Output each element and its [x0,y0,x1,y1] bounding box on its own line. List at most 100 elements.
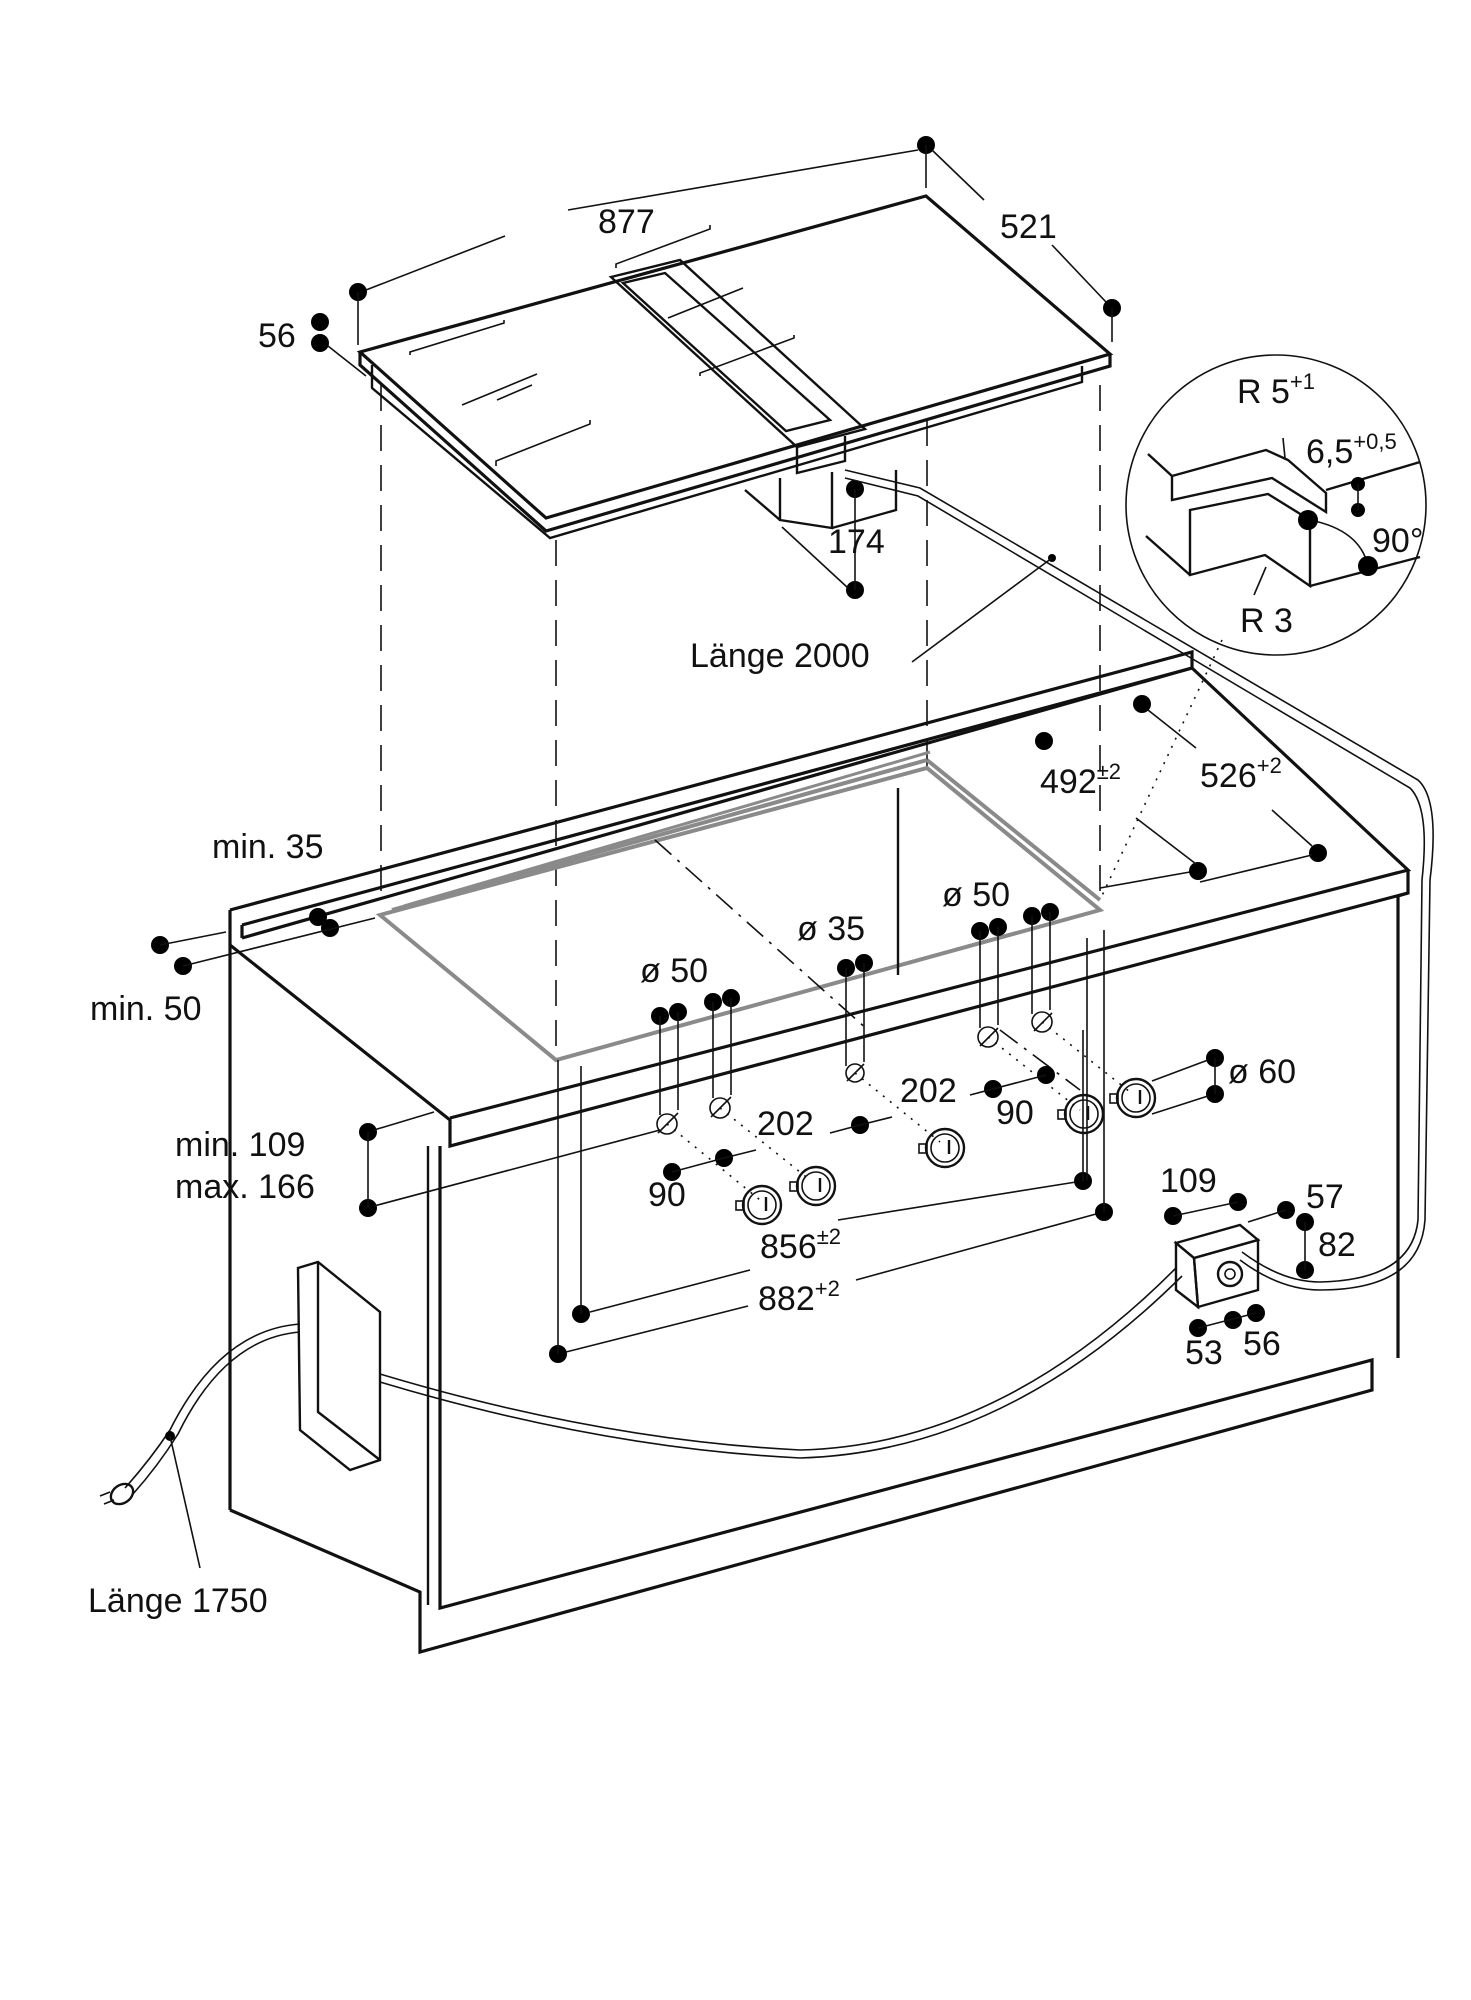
worktop-edge [1397,891,1409,898]
offset-right-label: 90 [996,1094,1034,1132]
dim-point [1358,556,1378,576]
dim-point [311,313,329,331]
dim-line [829,1124,861,1134]
dim-line [671,1157,725,1173]
cable-2000 [844,469,1434,1291]
box-offset-b-label: 56 [1243,1325,1281,1363]
box-side [1174,1240,1200,1310]
cable-2000-label: Länge 2000 [690,637,870,675]
dim-line [327,345,367,377]
cooktop [356,194,1114,540]
dim-line [159,931,227,946]
dim-point [1189,862,1207,880]
radius-bottom-label: R 3 [1240,602,1293,640]
thickness-max-label: max. 166 [175,1168,315,1206]
dim-line [723,1149,757,1159]
countertop-dimensions: min. 35 min. 50 492±2 526+2 min. 109 max… [90,695,1327,1363]
dim-line [1197,1312,1257,1329]
dim-line [1247,1209,1287,1223]
knob-icon [1109,1077,1157,1119]
hole-icon [657,1112,679,1134]
dim-line [855,1213,1097,1281]
cooktop-front-edge [358,352,1112,533]
worktop-surface [241,666,1412,1120]
zone-mark [409,320,505,355]
cable-gland-icon [1224,1268,1236,1280]
dim-line [1271,809,1313,847]
power-cable-line [132,1331,301,1495]
fan-depth-label: 174 [828,523,885,561]
offset-left-label: 90 [648,1176,686,1214]
dim-line [589,1269,751,1313]
hole-left-diameter-label: ø 50 [640,952,708,990]
dim-line [373,1129,661,1207]
dim-line [182,917,376,967]
cutout-step [403,750,931,908]
cabinet-width-label: 882+2 [758,1276,840,1318]
box-offset-a-label: 53 [1185,1334,1223,1372]
knob-diameter-label: ø 60 [1228,1053,1296,1091]
zone-mark [615,225,711,268]
detail-line [1147,453,1173,477]
dim-line [1051,244,1107,303]
dim-line [859,1116,893,1126]
detail-line [1145,535,1191,576]
leader-line [1282,437,1286,459]
dim-line [1151,1059,1209,1082]
zone-mark [461,373,538,406]
knob-layout: ø 50 ø 35 ø 50 [640,876,1296,1226]
hole-icon [710,1096,732,1118]
dim-line [565,1305,749,1353]
dim-point [1224,1311,1242,1329]
hole-icon [1031,1011,1053,1033]
vent-strip [608,258,868,449]
knob-icon [735,1184,783,1226]
cutout-step [391,758,928,912]
dim-line [1099,871,1191,889]
zone-mark [495,420,591,466]
fan-box-edge [744,489,781,521]
power-cable-line [379,1275,1183,1459]
cabinet-body [229,1146,1374,1655]
leader-line [1253,566,1267,596]
dim-line [373,1111,435,1131]
box-depth-label: 57 [1306,1178,1344,1216]
worktop-front [229,870,1410,1149]
cutout-step [925,758,1102,902]
hole-mid-diameter-label: ø 35 [797,910,865,948]
junction-box: 109 57 82 53 56 [1160,1162,1356,1372]
knob-icon [918,1127,966,1169]
hole-icon [656,1113,678,1135]
dim-line [931,149,985,201]
cable-2000-inner [844,477,1426,1283]
box-width-label: 109 [1160,1162,1217,1200]
knobs [735,1077,1157,1226]
power-cable-label: Länge 1750 [88,1582,268,1620]
knob-projection [666,1123,761,1201]
dim-line [781,526,849,589]
dim-line [1151,1095,1209,1115]
dim-point [321,919,339,937]
cooktop-width-label: 877 [598,203,655,241]
knob-projection [1041,1021,1131,1093]
knob-icon [1057,1093,1105,1135]
dim-line [1147,709,1197,749]
cooktop-dimensions: 877 521 56 174 Länge 2000 [258,136,1434,1291]
power-cable: Länge 1750 [88,1260,1183,1620]
fan-housing-front [795,436,847,475]
dim-point [1133,695,1151,713]
cutout-depth-label: 492±2 [1040,759,1121,801]
dim-point [309,908,327,926]
dim-point [1309,844,1327,862]
plug-icon [99,1482,135,1506]
zone-mark [667,287,744,319]
hole-icon [845,1063,865,1083]
countertop [228,649,1412,1655]
dim-line [365,235,506,291]
thickness-min-label: min. 109 [175,1126,305,1164]
edge-detail: R 5+1 6,5+0,5 90° R 3 [1125,354,1427,656]
knob-projection [854,1072,941,1143]
min50-label: min. 50 [90,990,202,1028]
power-cable-line [124,1323,301,1489]
spacing-left-label: 202 [757,1105,814,1143]
